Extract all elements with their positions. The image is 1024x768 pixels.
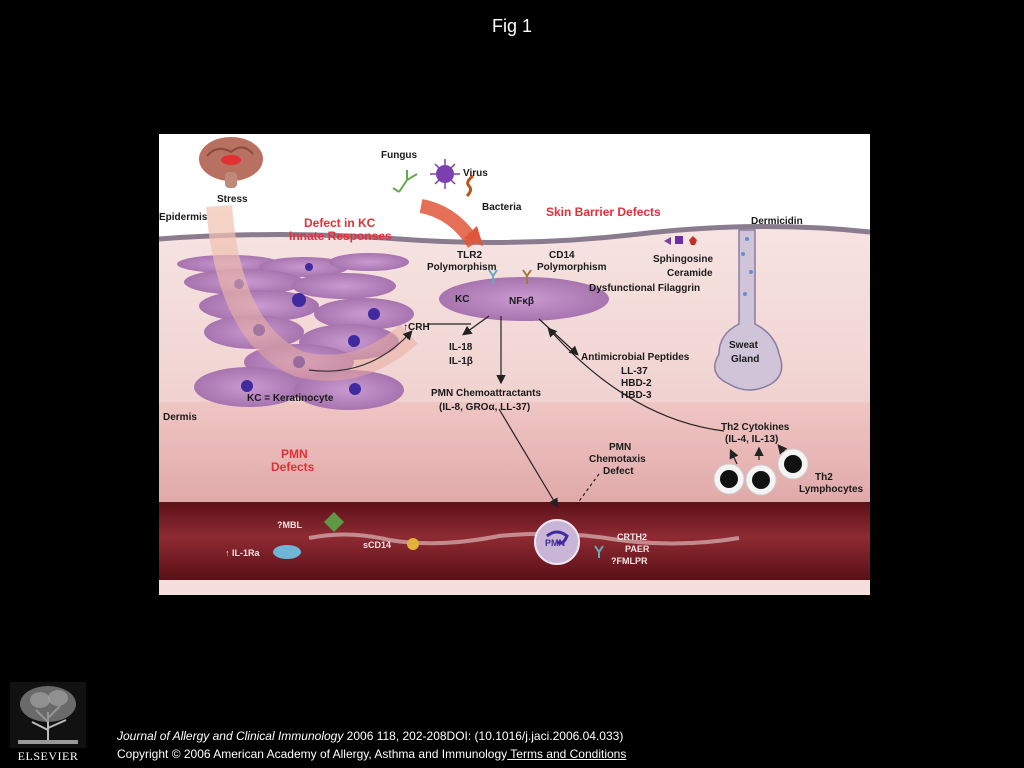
- pmn-cell: [534, 519, 580, 565]
- tlr2-receptor-icon: [488, 269, 498, 284]
- stress-arrow: [308, 330, 413, 372]
- label-ll37: LL-37: [621, 366, 648, 377]
- label-pmn-defects-line1: PMN: [281, 447, 308, 461]
- label-mbl: ?MBL: [277, 520, 302, 530]
- mbl-diamond-icon: [324, 512, 344, 532]
- label-dermicidin: Dermicidin: [751, 216, 803, 227]
- label-kc: KC: [455, 294, 469, 305]
- label-stress: Stress: [217, 194, 248, 205]
- label-fmlpr: ?FMLPR: [611, 556, 648, 566]
- label-cd14: CD14: [549, 250, 575, 261]
- stress-pathway: [206, 204, 418, 381]
- label-th2-cytokines: Th2 Cytokines: [721, 422, 790, 433]
- label-gland: Gland: [731, 354, 759, 365]
- label-th2-cytokines-list: (IL-4, IL-13): [725, 434, 778, 445]
- elsevier-logo[interactable]: ELSEVIER: [10, 682, 86, 764]
- label-scd14: sCD14: [363, 540, 391, 550]
- label-pmn-cell: PMN: [545, 538, 565, 548]
- il1ra-oval-icon: [273, 545, 301, 559]
- blood-vessel: [159, 502, 870, 580]
- terms-and-conditions-link[interactable]: Terms and Conditions: [507, 747, 627, 761]
- label-cd14-polymorphism: Polymorphism: [537, 262, 607, 273]
- label-hbd2: HBD-2: [621, 378, 652, 389]
- bacteria-icon: [465, 174, 474, 198]
- label-il1ra: ↑ IL-1Ra: [225, 548, 261, 558]
- barrier-defect-icons: [664, 236, 697, 245]
- label-crh: ↑CRH: [403, 322, 430, 333]
- label-virus: Virus: [463, 168, 488, 179]
- label-dermis: Dermis: [163, 412, 197, 423]
- label-lymphocytes: Lymphocytes: [799, 484, 864, 495]
- elsevier-logo-text: ELSEVIER: [17, 749, 79, 763]
- label-paer: PAER: [625, 544, 650, 554]
- label-fungus: Fungus: [381, 150, 418, 161]
- stratum-corneum: [159, 223, 870, 246]
- label-nfkb: NFκβ: [509, 296, 534, 307]
- vessel-highlight: [308, 531, 740, 546]
- label-sphingosine: Sphingosine: [653, 254, 713, 265]
- label-hbd3: HBD-3: [621, 390, 652, 401]
- scd14-dot-icon: [407, 538, 419, 550]
- label-kc-keratinocyte: KC = Keratinocyte: [247, 393, 334, 404]
- copyright-line: Copyright © 2006 American Academy of All…: [117, 745, 626, 763]
- sweat-gland: [714, 229, 783, 391]
- label-chemotaxis: Chemotaxis: [589, 454, 646, 465]
- label-sweat: Sweat: [729, 340, 759, 351]
- label-th2: Th2: [815, 472, 833, 483]
- label-bacteria: Bacteria: [482, 202, 522, 213]
- label-ceramide: Ceramide: [667, 268, 713, 279]
- label-pmn-chemoattractants: PMN Chemoattractants: [431, 388, 541, 399]
- elsevier-tree-icon: [10, 682, 86, 748]
- label-pmn-chemoattractants-list: (IL-8, GROα, LL-37): [439, 402, 530, 413]
- brain-icon: [199, 137, 263, 188]
- crth2-receptor-icon: [594, 545, 604, 558]
- label-tlr2: TLR2: [457, 250, 482, 261]
- label-pmn: PMN: [609, 442, 631, 453]
- fungus-icon: [392, 170, 418, 193]
- label-filaggrin: Dysfunctional Filaggrin: [589, 283, 700, 294]
- label-il1b: IL-1β: [449, 356, 473, 367]
- citation-line: Journal of Allergy and Clinical Immunolo…: [117, 727, 626, 745]
- journal-name: Journal of Allergy and Clinical Immunolo…: [117, 729, 344, 743]
- copyright-text: Copyright © 2006 American Academy of All…: [117, 747, 508, 761]
- th2-lymphocyte-cells: [713, 448, 809, 496]
- label-defect-kc-line1: Defect in KC: [304, 216, 376, 230]
- figure-title: Fig 1: [491, 16, 533, 36]
- lower-tissue: [159, 580, 870, 595]
- cd14-receptor-icon: [522, 269, 532, 284]
- label-antimicrobial-peptides: Antimicrobial Peptides: [581, 352, 690, 363]
- figure-diagram: Fungus Virus Bacteria Stress Epidermis D…: [159, 134, 870, 595]
- label-skin-barrier-defects: Skin Barrier Defects: [546, 205, 661, 219]
- signal-arrows: [427, 315, 788, 509]
- label-epidermis: Epidermis: [159, 212, 208, 223]
- citation-footer: Journal of Allergy and Clinical Immunolo…: [117, 727, 626, 763]
- label-chemotaxis-defect: Defect: [603, 466, 634, 477]
- label-tlr2-polymorphism: Polymorphism: [427, 262, 497, 273]
- label-defect-kc-line2: Innate Responses: [289, 229, 392, 243]
- label-pmn-defects-line2: Defects: [271, 460, 315, 474]
- virus-icon: [430, 159, 460, 189]
- microbe-arrowhead: [464, 226, 483, 246]
- label-il18: IL-18: [449, 342, 473, 353]
- citation-details: 2006 118, 202-208DOI: (10.1016/j.jaci.20…: [343, 729, 624, 743]
- label-crth2: CRTH2: [617, 532, 647, 542]
